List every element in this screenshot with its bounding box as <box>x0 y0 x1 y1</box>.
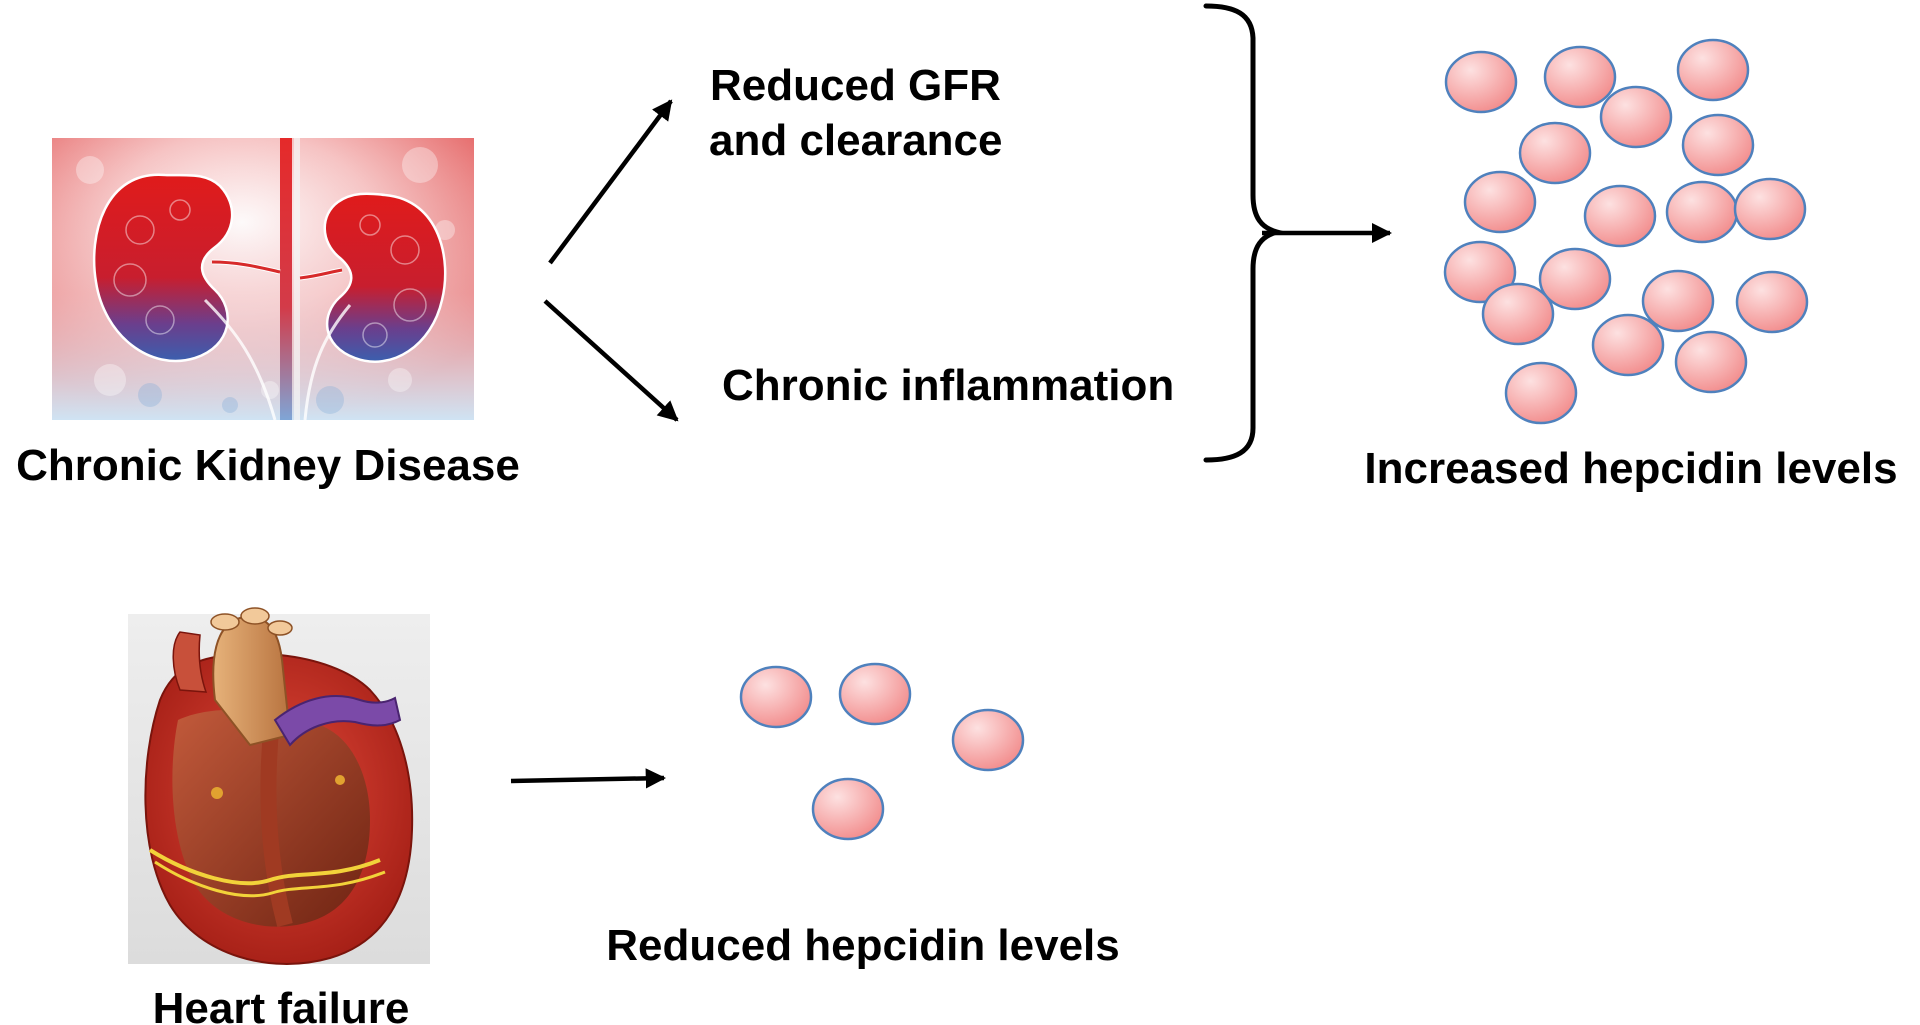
hepcidin-particle <box>1463 170 1537 234</box>
label-chronic-kidney-disease: Chronic Kidney Disease <box>16 441 520 490</box>
hepcidin-particle <box>1583 184 1657 248</box>
hepcidin-particle <box>1518 121 1592 185</box>
arrow-ckd-to-inflammation <box>543 299 679 422</box>
hepcidin-particle <box>1681 113 1755 177</box>
arrows-group <box>510 99 1393 789</box>
heart-illustration <box>128 607 430 965</box>
arrow-heart-to-reduced <box>510 768 667 789</box>
hepcidin-particles-increased <box>1443 38 1809 425</box>
hepcidin-particle <box>1591 313 1665 377</box>
hepcidin-particle <box>1599 85 1673 149</box>
hepcidin-particle <box>838 662 912 726</box>
hepcidin-particle <box>1641 269 1715 333</box>
hepcidin-particle <box>1733 177 1807 241</box>
label-reduced-gfr-line1: Reduced GFR <box>710 61 1001 110</box>
hepcidin-particle <box>1443 240 1517 304</box>
label-heart-failure: Heart failure <box>153 984 410 1025</box>
label-reduced-gfr-line2: and clearance <box>709 116 1003 165</box>
hepcidin-particle <box>1735 270 1809 334</box>
hepcidin-particle <box>1676 38 1750 102</box>
hepcidin-particle <box>1504 361 1578 425</box>
label-increased-hepcidin: Increased hepcidin levels <box>1364 444 1897 493</box>
hepcidin-particle <box>1444 50 1518 114</box>
hepcidin-particle <box>811 777 885 841</box>
label-reduced-hepcidin: Reduced hepcidin levels <box>606 921 1120 970</box>
arrow-ckd-to-gfr <box>548 99 673 265</box>
hepcidin-particle <box>1481 282 1555 346</box>
curly-brace <box>1203 3 1287 463</box>
hepcidin-particles-reduced <box>739 662 1025 841</box>
hepcidin-particle <box>1543 45 1617 109</box>
hepcidin-particle <box>739 665 813 729</box>
hepcidin-particle <box>1538 247 1612 311</box>
hepcidin-particle <box>1674 330 1748 394</box>
label-chronic-inflammation: Chronic inflammation <box>722 361 1174 410</box>
hepcidin-particle <box>951 708 1025 772</box>
kidney-illustration <box>52 138 474 421</box>
hepcidin-particle <box>1665 180 1739 244</box>
